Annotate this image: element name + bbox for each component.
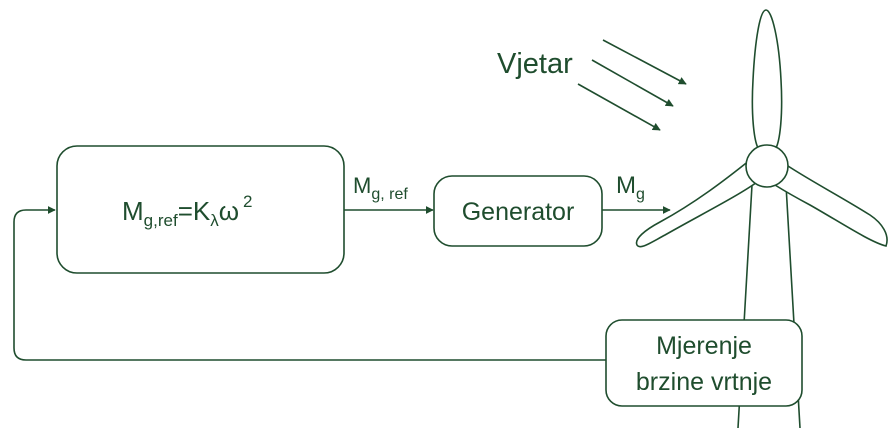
equation-k: K [193, 196, 211, 226]
turbine-blade-right [774, 160, 888, 247]
signal-mg-ref-base: M [353, 173, 371, 198]
turbine-hub [745, 144, 789, 188]
generator-label: Generator [462, 198, 575, 226]
equation-k-subscript: λ [210, 211, 219, 230]
signal-mg-subscript: g [636, 186, 645, 203]
signal-mg-base: M [616, 172, 636, 199]
feedback-line [13, 206, 606, 361]
generator-box [433, 175, 603, 247]
wind-turbine [635, 9, 888, 428]
equation-lhs: M [122, 196, 144, 226]
wind-arrows [577, 39, 687, 131]
equation-omega: ω [219, 196, 239, 226]
equation-equals: = [178, 196, 193, 226]
measurement-label-line2: brzine vrtnje [636, 368, 772, 396]
measurement-label-line1: Mjerenje [656, 332, 752, 360]
signal-mg-ref: Mg, ref [353, 173, 408, 203]
wind-arrow [602, 39, 687, 85]
signal-mg: Mg [616, 172, 645, 203]
wind-arrow [591, 59, 674, 107]
wind-arrow [577, 83, 661, 131]
signal-mg-ref-subscript: g, ref [371, 186, 408, 203]
turbine-blade-left [635, 158, 762, 248]
wind-label: Vjetar [497, 48, 573, 80]
equation-lhs-subscript: g,ref [144, 211, 178, 230]
turbine-blade-top [751, 9, 783, 149]
equation-exponent: 2 [243, 192, 252, 211]
measurement-box [605, 319, 803, 407]
